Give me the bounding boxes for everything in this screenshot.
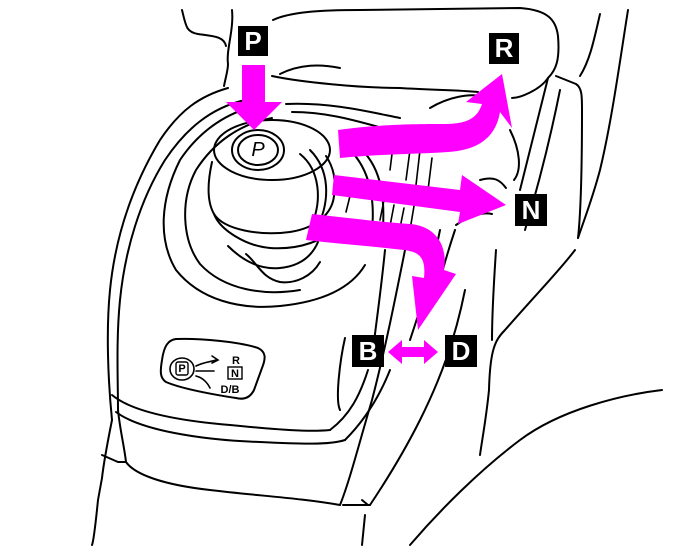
arrow-to-neutral <box>332 175 506 224</box>
svg-text:N: N <box>522 195 541 225</box>
position-label-b: B <box>352 335 384 367</box>
position-label-p: P <box>238 26 268 56</box>
svg-text:B: B <box>359 336 378 366</box>
indicator-n-label: N <box>231 368 239 380</box>
knob-p-button-ring-outer <box>231 129 285 171</box>
indicator-n-box <box>227 366 243 380</box>
arrow-to-park <box>226 65 282 130</box>
position-label-n: N <box>515 194 547 226</box>
shift-boot: P <box>162 94 520 308</box>
svg-text:R: R <box>495 33 514 63</box>
console-outline <box>91 7 663 546</box>
arrow-to-drive <box>306 214 456 330</box>
indicator-db-label: D/B <box>221 384 240 396</box>
position-label-r: R <box>489 33 519 64</box>
indicator-r-label: R <box>232 355 240 367</box>
svg-text:P: P <box>244 26 261 56</box>
arrow-to-reverse <box>338 74 512 158</box>
arrow-drive-brake-toggle <box>388 340 438 364</box>
indicator-park-ring <box>169 357 195 381</box>
position-label-d: D <box>445 335 477 367</box>
knob-p-button[interactable] <box>237 134 279 166</box>
indicator-arrow-icon <box>195 359 217 367</box>
indicator-park-label: P <box>178 363 185 375</box>
svg-text:D: D <box>452 336 471 366</box>
knob-p-label: P <box>251 139 265 161</box>
shift-indicator-panel: P R N D/B <box>159 337 266 400</box>
shift-arrows <box>226 65 512 364</box>
